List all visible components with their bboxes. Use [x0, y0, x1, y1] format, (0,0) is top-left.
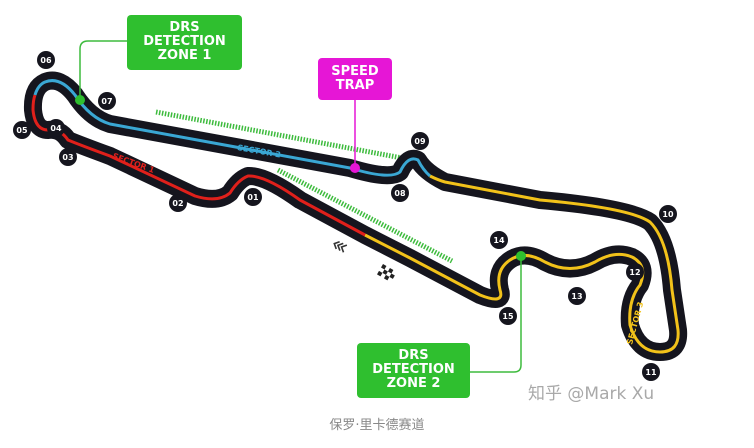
drs-detection-zone-1-label: DRS DETECTION ZONE 1	[127, 15, 242, 70]
drs-1-line2: DETECTION	[143, 34, 226, 49]
drs-detection-zone-2-label: DRS DETECTION ZONE 2	[357, 343, 470, 398]
turn-marker-05: 05	[13, 121, 31, 139]
turn-number: 04	[50, 124, 62, 133]
turn-marker-15: 15	[499, 307, 517, 325]
drs-zone-line-2	[276, 167, 454, 264]
drs-2-marker	[516, 251, 526, 261]
turn-marker-01: 01	[244, 188, 262, 206]
turn-marker-14: 14	[490, 231, 508, 249]
sector-1-line	[31, 94, 366, 237]
turn-marker-13: 13	[568, 287, 586, 305]
turn-markers: 01 02 03 04 05 06 07 08 09 10 11 12 13 14 15	[13, 51, 677, 381]
turn-marker-circle	[642, 363, 660, 381]
turn-number: 14	[493, 236, 505, 245]
turn-marker-circle	[490, 231, 508, 249]
turn-number: 13	[571, 292, 582, 301]
turn-number: 02	[172, 199, 183, 208]
drs-1-line1: DRS	[169, 20, 200, 35]
turn-number: 07	[101, 97, 112, 106]
turn-number: 08	[394, 189, 406, 198]
turn-marker-circle	[13, 121, 31, 139]
turn-number: 05	[16, 126, 28, 135]
turn-marker-circle	[98, 92, 116, 110]
turn-marker-12: 12	[626, 263, 644, 281]
turn-marker-03: 03	[59, 148, 77, 166]
drs-2-line2: DETECTION	[372, 362, 455, 377]
drs-1-connector	[79, 40, 127, 100]
turn-number: 12	[629, 268, 640, 277]
turn-number: 09	[414, 137, 426, 146]
turn-marker-circle	[59, 148, 77, 166]
direction-chevron-icon	[333, 240, 348, 253]
turn-number: 06	[40, 56, 52, 65]
turn-marker-circle	[391, 184, 409, 202]
turn-marker-11: 11	[642, 363, 660, 381]
speed-trap-marker	[350, 163, 360, 173]
speed-trap-line2: TRAP	[335, 78, 375, 93]
checkered-flag-icon	[377, 264, 395, 281]
drs-2-connector	[470, 256, 522, 373]
turn-marker-10: 10	[659, 205, 677, 223]
turn-number: 03	[62, 153, 73, 162]
drs-2-line1: DRS	[398, 348, 429, 363]
speed-trap-line1: SPEED	[331, 64, 379, 79]
drs-2-line3: ZONE 2	[386, 376, 441, 391]
turn-marker-circle	[169, 194, 187, 212]
turn-marker-circle	[37, 51, 55, 69]
turn-marker-circle	[659, 205, 677, 223]
sector-3-line	[364, 174, 680, 354]
turn-marker-06: 06	[37, 51, 55, 69]
turn-number: 11	[645, 368, 657, 377]
turn-marker-circle	[411, 132, 429, 150]
turn-number: 01	[247, 193, 259, 202]
watermark: 知乎 @Mark Xu	[528, 384, 655, 404]
turn-number: 15	[502, 312, 514, 321]
turn-marker-circle	[244, 188, 262, 206]
drs-1-line3: ZONE 1	[157, 48, 212, 63]
turn-marker-circle	[47, 119, 65, 137]
turn-number: 10	[662, 210, 674, 219]
turn-marker-09: 09	[411, 132, 429, 150]
speed-trap-label: SPEED TRAP	[318, 58, 392, 100]
turn-marker-04: 04	[47, 119, 65, 137]
drs-1-marker	[75, 95, 85, 105]
image-caption: 保罗·里卡德赛道	[329, 418, 425, 433]
turn-marker-circle	[568, 287, 586, 305]
sector-2-line	[33, 79, 431, 178]
turn-marker-02: 02	[169, 194, 187, 212]
turn-marker-08: 08	[391, 184, 409, 202]
turn-marker-circle	[626, 263, 644, 281]
turn-marker-07: 07	[98, 92, 116, 110]
turn-marker-circle	[499, 307, 517, 325]
